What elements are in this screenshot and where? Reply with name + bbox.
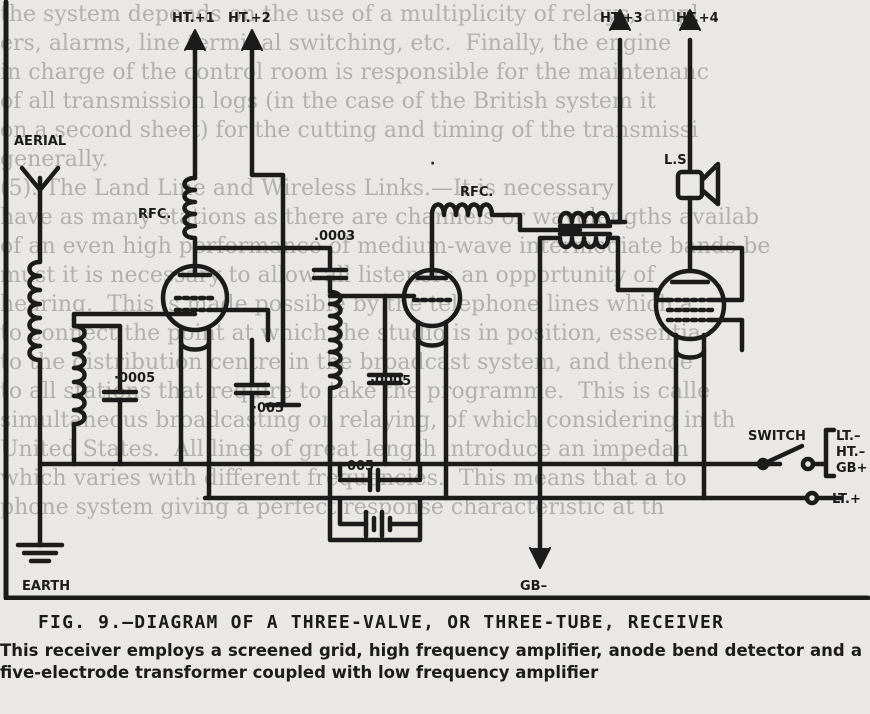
background-text-line: on a second sheet) for the cutting and t… [0, 118, 699, 143]
caption-body: This receiver employs a screened grid, h… [0, 641, 862, 682]
earth-symbol [15, 542, 65, 564]
lf-transformer [557, 210, 613, 250]
switch [756, 443, 816, 472]
lt-plus-label: LT.+ [832, 492, 861, 507]
gb-plus-label: GB+ [836, 461, 867, 476]
ht1-label: HT.+1 [172, 11, 215, 26]
cap-0005-label-2: ·0005 [370, 374, 411, 389]
rfc-coil-1 [182, 175, 198, 269]
rfc-coil-2 [429, 202, 583, 259]
frame-border [3, 0, 870, 600]
rfc-label-1: RFC. [138, 207, 171, 222]
loudspeaker [675, 161, 721, 207]
lt-plus-terminal [804, 490, 820, 506]
cap-005-label-2: ·005 [342, 459, 374, 474]
ht2-label: HT.+2 [228, 11, 271, 26]
cap-0005-label-1: ·0005 [114, 371, 155, 386]
figure-caption: FIG. 9.—DIAGRAM OF A THREE-VALVE, OR THR… [0, 604, 870, 714]
background-text-line: of all transmission logs (in the case of… [0, 89, 656, 114]
background-text-line: to connect the point at which the studio… [0, 321, 701, 346]
valve-2 [401, 253, 463, 348]
tuning-coil-1 [71, 317, 87, 458]
background-text-line: ers, alarms, line terminal switching, et… [0, 31, 672, 56]
circuit-diagram: AERIAL EARTH HT.+1 RFC. HT.+2 .000 [3, 0, 870, 600]
switch-label: SWITCH [748, 429, 806, 444]
tuning-coil-2 [327, 289, 343, 467]
ht-minus-label: HT.– [836, 445, 865, 460]
ht2-wire [249, 37, 286, 408]
ls-label: L.S. [664, 153, 692, 168]
ht4-label: HT.+4 [676, 11, 719, 26]
aerial-coil [27, 225, 43, 548]
gb-minus-label: GB– [520, 579, 547, 594]
background-text-line: (5). The Land Line and Wireless Links.—I… [0, 176, 615, 201]
background-text-line: hearing. This is made possible by the te… [0, 292, 694, 317]
earth-label: EARTH [22, 579, 70, 594]
rfc-label-2: RFC. [460, 185, 493, 200]
lt-minus-terminal [823, 427, 837, 479]
grid-bias-battery [337, 495, 423, 539]
aerial-label: AERIAL [14, 134, 66, 149]
lt-minus-label: LT.– [836, 429, 860, 444]
ht3-label: HT.+3 [600, 11, 643, 26]
valve-3 [653, 268, 727, 360]
svg-text:·: · [430, 156, 435, 172]
cap-0003-label: .0003 [314, 229, 355, 244]
aerial-symbol [19, 165, 61, 231]
background-text-line: generally. [0, 147, 109, 172]
background-text-line: to the distribution centre in the broadc… [0, 350, 693, 375]
caption-title: FIG. 9.—DIAGRAM OF A THREE-VALVE, OR THR… [38, 612, 725, 633]
